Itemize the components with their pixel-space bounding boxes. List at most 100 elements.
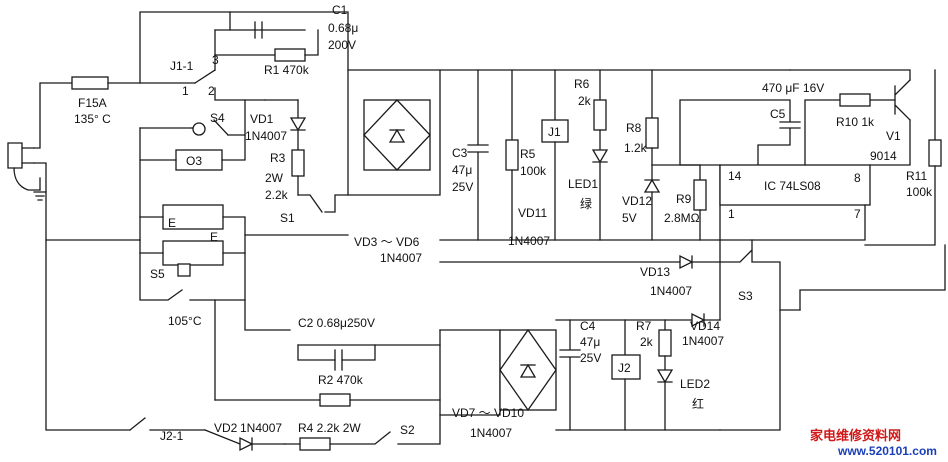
c3-value: 47μ <box>452 163 472 177</box>
pin-8: 8 <box>854 171 861 185</box>
r6-label: R6 <box>574 77 590 91</box>
r3-power: 2W <box>265 171 284 185</box>
mains-neutral-wire <box>33 162 141 241</box>
diode-vd14 <box>691 312 706 328</box>
pin-3-label: 3 <box>212 53 219 67</box>
wire-top-loop <box>139 11 349 84</box>
s4-label: S4 <box>210 111 225 125</box>
watermark-url: www.520101.com <box>837 444 937 457</box>
resistor-r2 <box>319 393 351 407</box>
switch-s1 <box>297 194 349 213</box>
led2-icon <box>656 369 674 384</box>
fuse-f15a <box>71 76 109 90</box>
resistor-r9 <box>693 179 707 211</box>
r9-label: R9 <box>676 192 692 206</box>
capacitor-c5 <box>679 99 801 241</box>
vd14-part: 1N4007 <box>682 334 724 348</box>
capacitor-c2 <box>334 349 343 371</box>
pin-14: 14 <box>728 169 742 183</box>
r5-label: R5 <box>520 147 536 161</box>
s1-label: S1 <box>280 211 295 225</box>
bridge1-part: 1N4007 <box>380 251 422 265</box>
resistor-r10 <box>839 93 871 107</box>
c1-voltage: 200V <box>328 38 356 52</box>
bridge2-label: VD7 ～ VD10 <box>452 406 524 420</box>
pin-1: 1 <box>728 207 735 221</box>
vd2-label: VD2 <box>214 421 238 435</box>
pin-1-label: 1 <box>182 84 189 98</box>
relay-contact-j2-1 <box>129 417 206 431</box>
led1-color: 绿 <box>580 196 592 211</box>
r3-value: 2.2k <box>265 188 289 202</box>
r11-label: R11 <box>906 169 927 183</box>
vd1-part: 1N4007 <box>245 129 287 143</box>
c1-label: C1 <box>332 3 348 17</box>
vd13-part: 1N4007 <box>650 284 692 298</box>
v1-part: 9014 <box>870 149 897 163</box>
heater-e-bottom-label: E <box>210 230 218 244</box>
j2-label: J2 <box>618 361 631 375</box>
v1-label: V1 <box>886 129 901 143</box>
ic-74ls08 <box>719 164 871 206</box>
relay-contact-j1-1 <box>194 69 216 84</box>
vd12-voltage: 5V <box>622 211 637 225</box>
bridge1-label: VD3 ～ VD6 <box>354 235 420 249</box>
r6-value: 2k <box>578 94 592 108</box>
power-plug <box>7 142 47 201</box>
led1-icon <box>591 149 609 164</box>
j1-label: J1 <box>548 125 561 139</box>
heater-e-top <box>162 204 224 230</box>
r7-value: 2k <box>640 335 654 349</box>
diode-vd1 <box>289 117 307 132</box>
vd1-label: VD1 <box>250 112 274 126</box>
r8-value: 1.2k <box>624 141 648 155</box>
c5-label: C5 <box>770 107 786 121</box>
temp-105-label: 105°C <box>168 314 202 328</box>
r7-label: R7 <box>636 319 652 333</box>
c4-voltage: 25V <box>580 351 601 365</box>
watermark-text: 家电维修资料网 <box>810 428 901 443</box>
r10-label: R10 1k <box>836 115 875 129</box>
resistor-r4 <box>299 437 331 451</box>
r1-label: R1 470k <box>264 63 310 77</box>
resistor-r1 <box>274 48 306 62</box>
relay-coil-j2 <box>611 354 641 380</box>
zener-vd12 <box>643 178 661 193</box>
capacitor-c3 <box>467 69 489 241</box>
capacitor-c4 <box>559 319 581 431</box>
resistor-r6 <box>593 99 607 131</box>
r4-label: R4 2.2k 2W <box>298 421 361 435</box>
resistor-r11 <box>928 139 942 167</box>
diode-vd2 <box>239 436 254 452</box>
vd13-label: VD13 <box>640 265 670 279</box>
r11-value: 100k <box>906 185 933 199</box>
s5-label: S5 <box>150 267 165 281</box>
c3-voltage: 25V <box>452 180 473 194</box>
o3-label: O3 <box>186 154 202 168</box>
r5-value: 100k <box>520 164 547 178</box>
c4-label: C4 <box>580 319 596 333</box>
fuse-label: F15A <box>78 96 107 110</box>
r2-label: R2 470k <box>318 373 364 387</box>
vd11-label: VD11 <box>518 206 547 220</box>
led2-color: 红 <box>692 396 704 411</box>
heater-e-top-label: E <box>168 216 176 230</box>
diode-vd13 <box>679 254 694 270</box>
fuse-temp-label: 135° C <box>74 112 111 126</box>
r3-label: R3 <box>270 151 286 165</box>
mains-live-wire <box>33 82 73 149</box>
ic-label: IC 74LS08 <box>764 179 821 193</box>
resistor-r8 <box>645 117 659 149</box>
k-indicator-icon <box>192 122 206 136</box>
pin-7: 7 <box>854 207 861 221</box>
s2-label: S2 <box>400 423 415 437</box>
switch-s3 <box>719 239 801 311</box>
led1-label: LED1 <box>568 177 598 191</box>
resistor-r7 <box>658 329 672 357</box>
c3-label: C3 <box>452 146 468 160</box>
bridge2-part: 1N4007 <box>470 426 512 440</box>
r9-value: 2.8MΩ <box>664 211 700 225</box>
vd2-part: 1N4007 <box>240 421 282 435</box>
